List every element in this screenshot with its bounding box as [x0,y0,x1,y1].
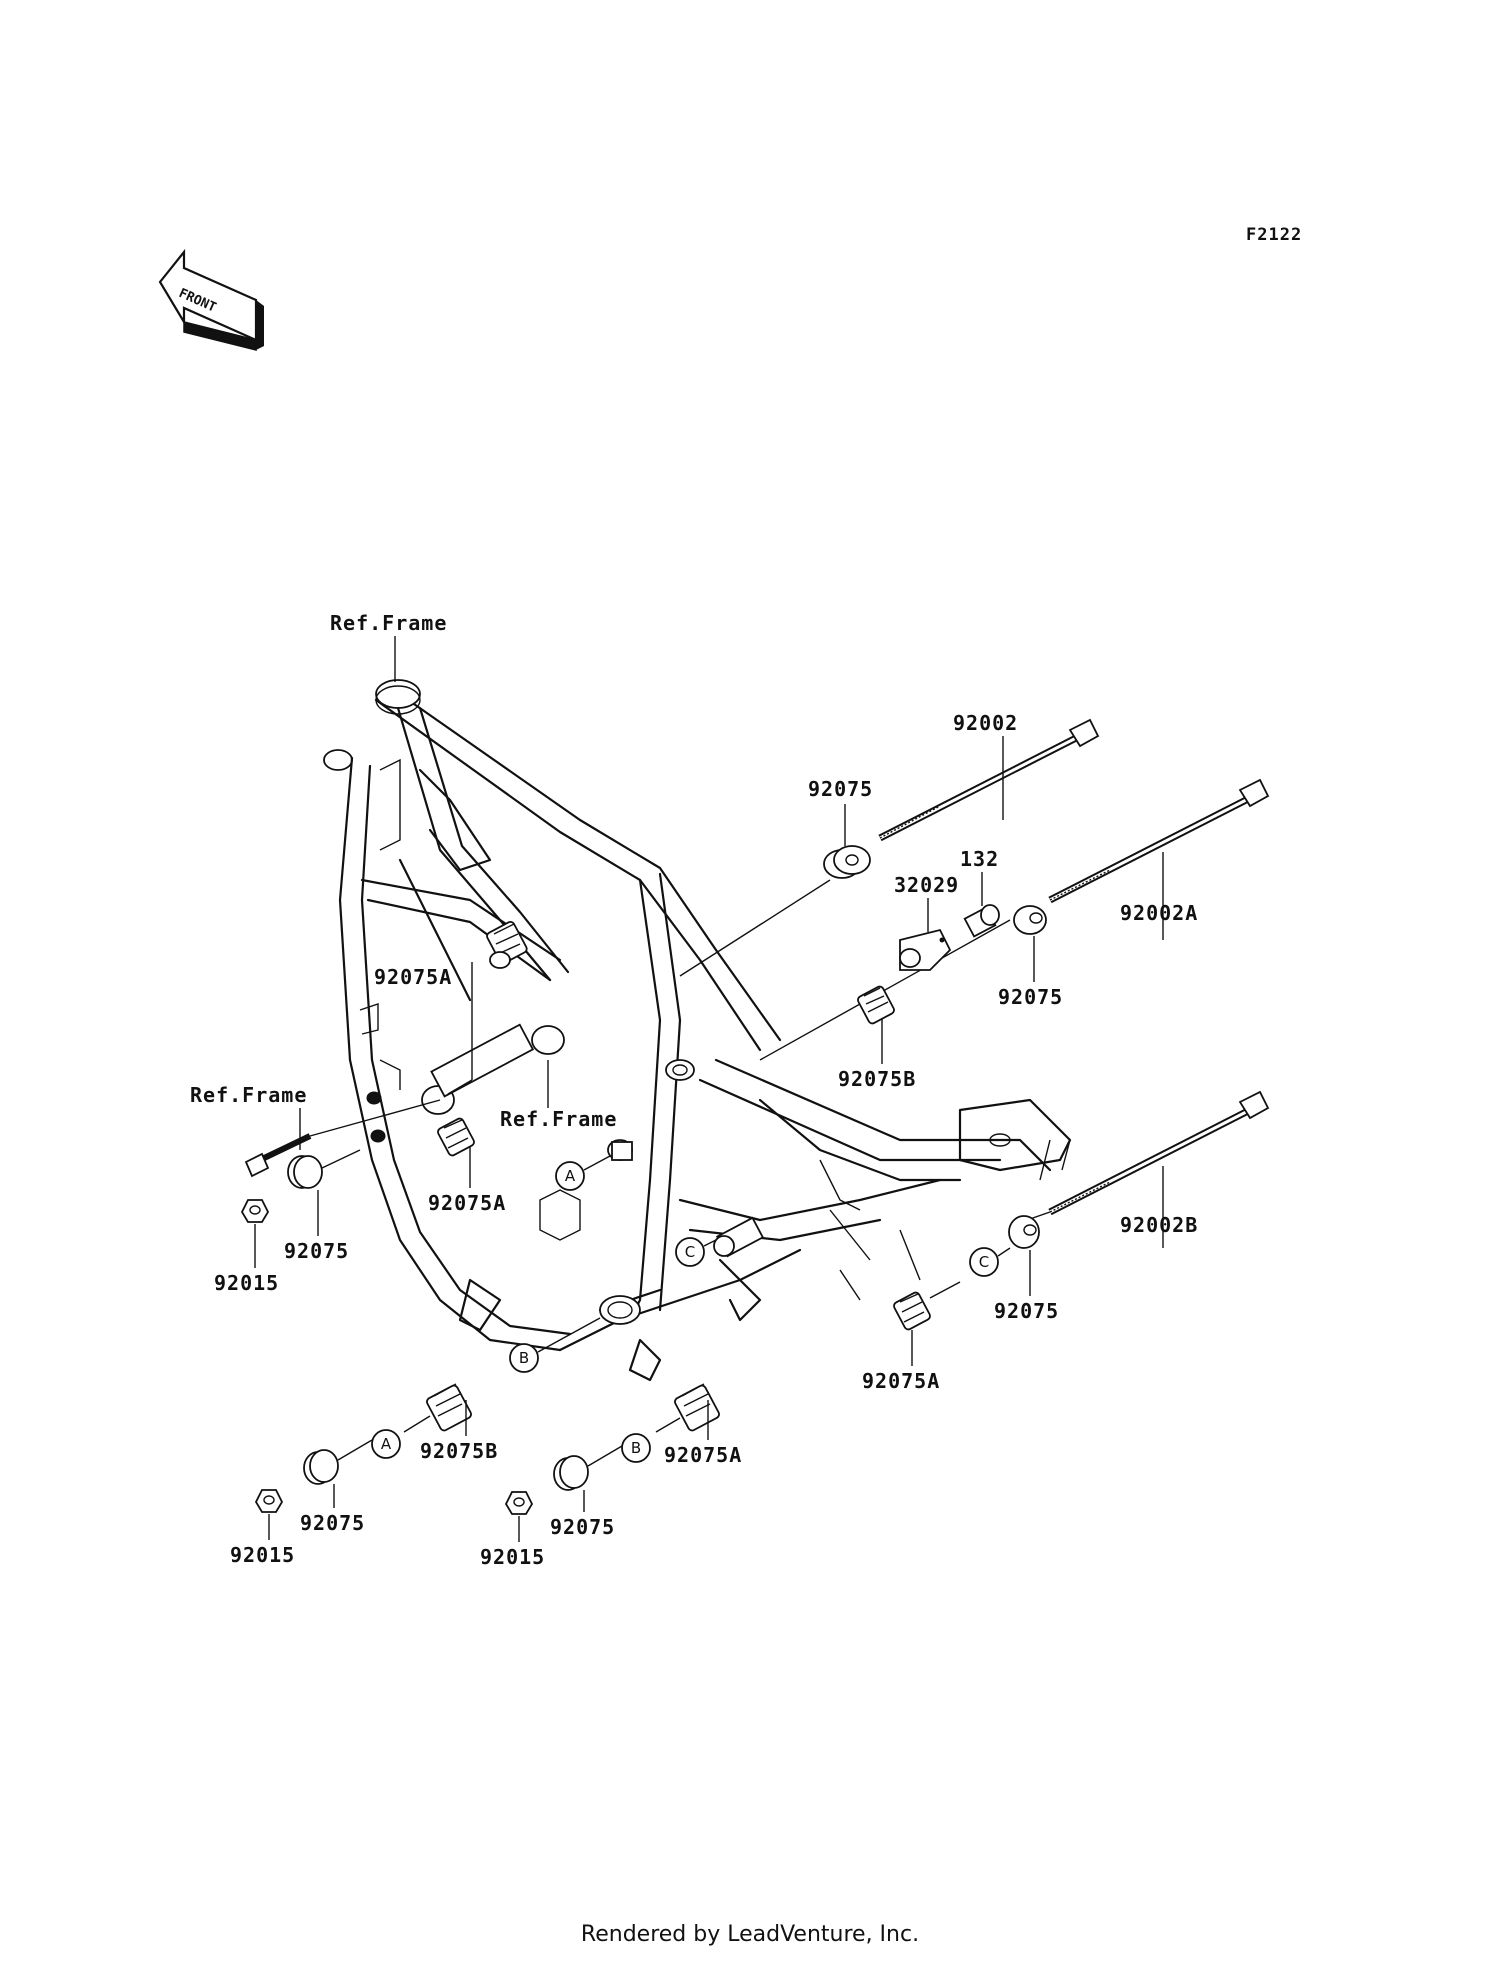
washer-92075-lowright [1008,1215,1040,1249]
mount-spacer-upper [421,1023,565,1115]
label-92015-bottom-left: 92015 [230,1543,295,1567]
marker-c-frame: C [675,1237,717,1267]
svg-text:A: A [565,1167,576,1185]
bolt-92002B [1048,1090,1270,1216]
bolt-left [244,1099,441,1178]
spacer-92075-right [1013,905,1047,935]
washer-92075-bottom-mid [553,1445,623,1491]
spacer-92075-top [823,845,871,879]
label-92002: 92002 [953,711,1018,735]
svg-text:B: B [519,1349,529,1367]
svg-text:B: B [631,1439,641,1457]
nut-92015-bottom-mid [504,1491,534,1515]
nut-92015-bottom-left [254,1489,284,1513]
label-92075-right: 92075 [998,985,1063,1009]
label-92075A-upper: 92075A [374,965,452,989]
marker-c-right: C [969,1247,1011,1277]
figure-code: F2122 [1246,225,1302,245]
label-92075-top: 92075 [808,777,873,801]
marker-a-bottom: A [371,1429,401,1459]
label-92015-left: 92015 [214,1271,279,1295]
rubber-92075A-lowright [893,1281,961,1331]
footer-credit: Rendered by LeadVenture, Inc. [580,1922,920,1947]
label-92075B-bottom: 92075B [420,1439,498,1463]
label-132: 132 [960,847,999,871]
reference-markers: A C B C A B [371,1155,1011,1463]
rubber-92075B-mid [857,985,895,1025]
motorcycle-frame [323,679,1072,1382]
label-92075-left: 92075 [284,1239,349,1263]
svg-text:C: C [979,1253,989,1271]
nut-92015-left [240,1199,270,1223]
callout-labels: Ref.Frame Ref.Frame Ref.Frame 92002 9200… [190,611,1198,1569]
label-92075A-left: 92075A [428,1191,506,1215]
bolt-92002A [1048,778,1270,904]
label-ref-frame-left: Ref.Frame [190,1083,307,1107]
marker-b-bottom: B [621,1433,651,1463]
label-92075A-lowright: 92075A [862,1369,940,1393]
leader-lines [254,636,1164,1542]
label-ref-frame-mid: Ref.Frame [500,1107,617,1131]
bracket-32029 [899,928,952,971]
label-92075-bottom-left: 92075 [300,1511,365,1535]
label-92075-lowright: 92075 [994,1299,1059,1323]
label-92002A: 92002A [1120,901,1198,925]
front-arrow-icon: FRONT [158,248,264,351]
collar-132 [963,904,1000,938]
marker-a-frame: A [555,1155,611,1191]
rubber-92075B-bottom [403,1383,472,1433]
label-92002B: 92002B [1120,1213,1198,1237]
marker-b-frame: B [509,1317,601,1373]
rubber-92075A-left [437,1117,475,1157]
label-32029: 32029 [894,873,959,897]
label-92075A-bottom: 92075A [664,1443,742,1467]
bolt-92002 [878,718,1100,842]
svg-text:C: C [685,1243,695,1261]
washer-92075-left [287,1149,361,1189]
svg-text:A: A [381,1435,392,1453]
rubber-92075A-upper [486,920,528,969]
washer-92075-bottom-left [303,1439,373,1485]
label-92075-bottom-mid: 92075 [550,1515,615,1539]
rubber-92075A-bottom [655,1383,720,1433]
label-ref-frame-top: Ref.Frame [330,611,447,635]
mount-spacer-a [607,1139,633,1161]
mount-spacer-c [713,1216,765,1258]
label-92015-bottom-mid: 92015 [480,1545,545,1569]
label-92075B-mid: 92075B [838,1067,916,1091]
